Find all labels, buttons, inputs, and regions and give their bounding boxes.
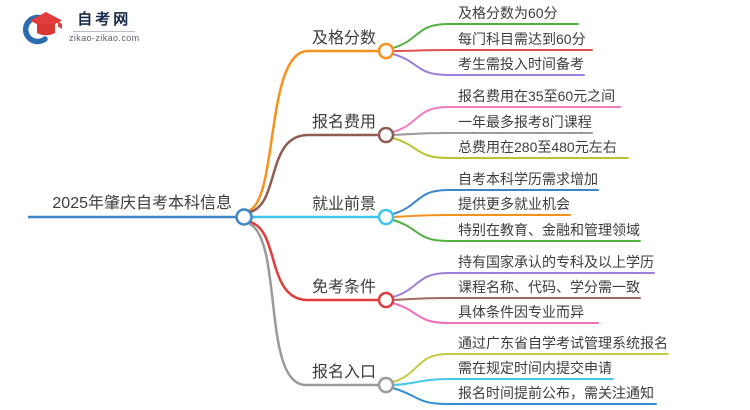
leaf-curve bbox=[392, 378, 614, 386]
leaf-label: 及格分数为60分 bbox=[458, 5, 558, 21]
leaf-label: 通过广东省自学考试管理系统报名 bbox=[458, 335, 668, 351]
leaf-curve bbox=[392, 302, 599, 324]
leaf-label: 提供更多就业机会 bbox=[458, 196, 570, 212]
branch-label-exemption-conditions: 免考条件 bbox=[311, 279, 376, 296]
leaf-curve bbox=[392, 23, 579, 49]
leaf-curve bbox=[392, 353, 669, 383]
leaf-label: 自考本科学历需求增加 bbox=[458, 171, 598, 187]
leaf-curve bbox=[392, 272, 655, 298]
branch-curve bbox=[248, 133, 379, 214]
central-topic-label: 2025年肇庆自考本科信息 bbox=[52, 195, 232, 212]
central-node-circle bbox=[235, 208, 253, 226]
branch-label-registration-fee: 报名费用 bbox=[311, 114, 376, 131]
leaf-curve bbox=[392, 214, 571, 218]
branch-label-career-prospects: 就业前景 bbox=[311, 196, 376, 213]
leaf-curve bbox=[392, 137, 629, 159]
leaf-curve bbox=[392, 297, 641, 301]
logo-text-block: 自考网 zikao-zikao.com bbox=[69, 11, 140, 43]
leaf-curve bbox=[392, 387, 657, 405]
leaf-curve bbox=[392, 219, 641, 242]
leaf-label: 考生需投入时间备考 bbox=[458, 56, 584, 72]
leaf-curve bbox=[392, 49, 593, 52]
branch-node-circle bbox=[377, 208, 395, 226]
branch-curve bbox=[248, 49, 381, 212]
leaf-label: 特别在教育、金融和管理领域 bbox=[458, 222, 640, 238]
site-name: 自考网 bbox=[77, 11, 132, 28]
leaf-curve bbox=[392, 132, 593, 136]
leaf-label: 每门科目需达到60分 bbox=[458, 31, 586, 47]
leaf-label: 需在规定时间内提交申请 bbox=[458, 360, 612, 376]
branch-node-circle bbox=[377, 376, 395, 394]
leaf-label: 报名时间提前公布，需关注通知 bbox=[458, 385, 654, 401]
site-domain: zikao-zikao.com bbox=[69, 33, 140, 43]
leaf-curve bbox=[392, 106, 621, 133]
leaf-label: 持有国家承认的专科及以上学历 bbox=[458, 254, 654, 270]
branch-node-circle bbox=[377, 42, 395, 60]
leaf-label: 课程名称、代码、学分需一致 bbox=[458, 279, 640, 295]
leaf-label: 报名费用在35至60元之间 bbox=[458, 88, 616, 104]
logo-divider bbox=[73, 31, 136, 32]
site-logo[interactable]: 自考网 zikao-zikao.com bbox=[22, 8, 140, 46]
leaf-curve bbox=[392, 189, 599, 215]
branch-node-circle bbox=[377, 126, 395, 144]
branch-curve bbox=[248, 222, 380, 387]
branch-label-passing-score: 及格分数 bbox=[311, 30, 376, 47]
leaf-label: 具体条件因专业而异 bbox=[458, 304, 584, 320]
leaf-label: 一年最多报考8门课程 bbox=[458, 114, 592, 130]
leaf-label: 总费用在280至480元左右 bbox=[458, 139, 617, 155]
leaf-curve bbox=[392, 53, 585, 76]
graduation-cap-logo-icon bbox=[23, 12, 62, 45]
branch-node-circle bbox=[377, 291, 395, 309]
branch-curve bbox=[248, 220, 379, 302]
branch-label-registration-portal: 报名入口 bbox=[311, 364, 376, 381]
